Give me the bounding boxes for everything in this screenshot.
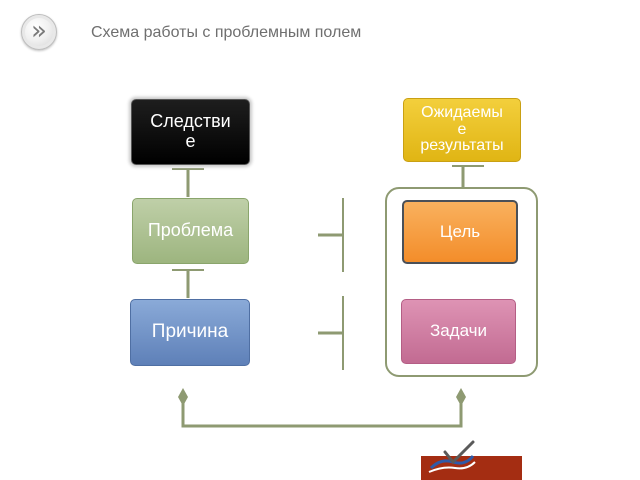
nav-next-button[interactable]: » bbox=[21, 14, 57, 50]
results-label-line2: е bbox=[457, 120, 467, 138]
connector-problem-goal bbox=[318, 198, 344, 272]
results-label-line1: Ожидаемы bbox=[421, 103, 503, 121]
goal-box: Цель bbox=[402, 200, 518, 264]
tasks-label: Задачи bbox=[429, 321, 488, 341]
footer-logo bbox=[421, 440, 522, 480]
expected-results-box: Ожидаемы е результаты bbox=[403, 98, 521, 162]
effect-box: Следстви е bbox=[131, 99, 250, 165]
effect-label-line2: е bbox=[185, 131, 196, 151]
effect-label-line1: Следстви bbox=[150, 111, 231, 132]
double-chevron-right-icon: » bbox=[31, 16, 47, 46]
page-title: Схема работы с проблемным полем bbox=[91, 24, 362, 41]
problem-label: Проблема bbox=[147, 220, 234, 241]
diamond-marker-left bbox=[178, 388, 188, 406]
connector-problem-effect bbox=[172, 168, 204, 197]
connector-group-results bbox=[452, 165, 484, 187]
connector-cause-problem bbox=[172, 269, 204, 298]
goal-label: Цель bbox=[439, 221, 481, 241]
connector-bottom-loop bbox=[181, 398, 463, 428]
results-label-line3: результаты bbox=[420, 137, 504, 155]
tasks-box: Задачи bbox=[401, 299, 516, 364]
goal-tasks-group-frame bbox=[385, 187, 538, 377]
checkmark-logo-icon bbox=[428, 440, 476, 473]
connector-cause-tasks bbox=[318, 296, 344, 370]
cause-label: Причина bbox=[151, 321, 229, 343]
cause-box: Причина bbox=[130, 299, 250, 366]
diamond-marker-right bbox=[456, 388, 466, 406]
problem-box: Проблема bbox=[132, 198, 249, 264]
